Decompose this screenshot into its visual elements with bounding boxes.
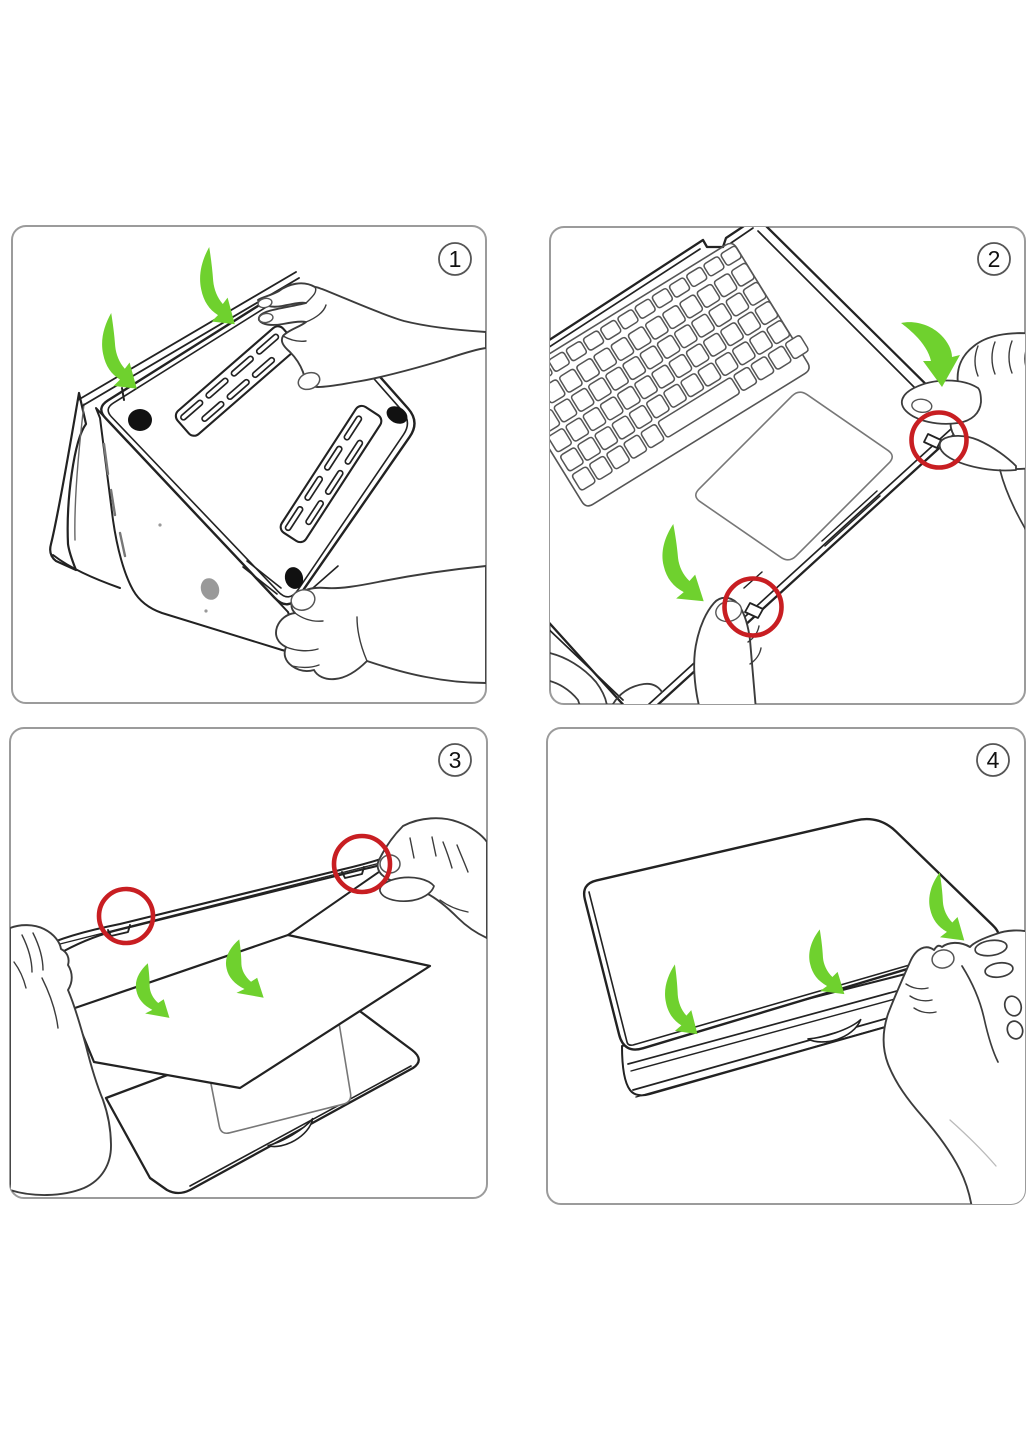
svg-text:4: 4 — [987, 747, 1000, 773]
svg-text:2: 2 — [988, 246, 1001, 272]
svg-text:3: 3 — [449, 747, 462, 773]
svg-text:1: 1 — [449, 246, 462, 272]
